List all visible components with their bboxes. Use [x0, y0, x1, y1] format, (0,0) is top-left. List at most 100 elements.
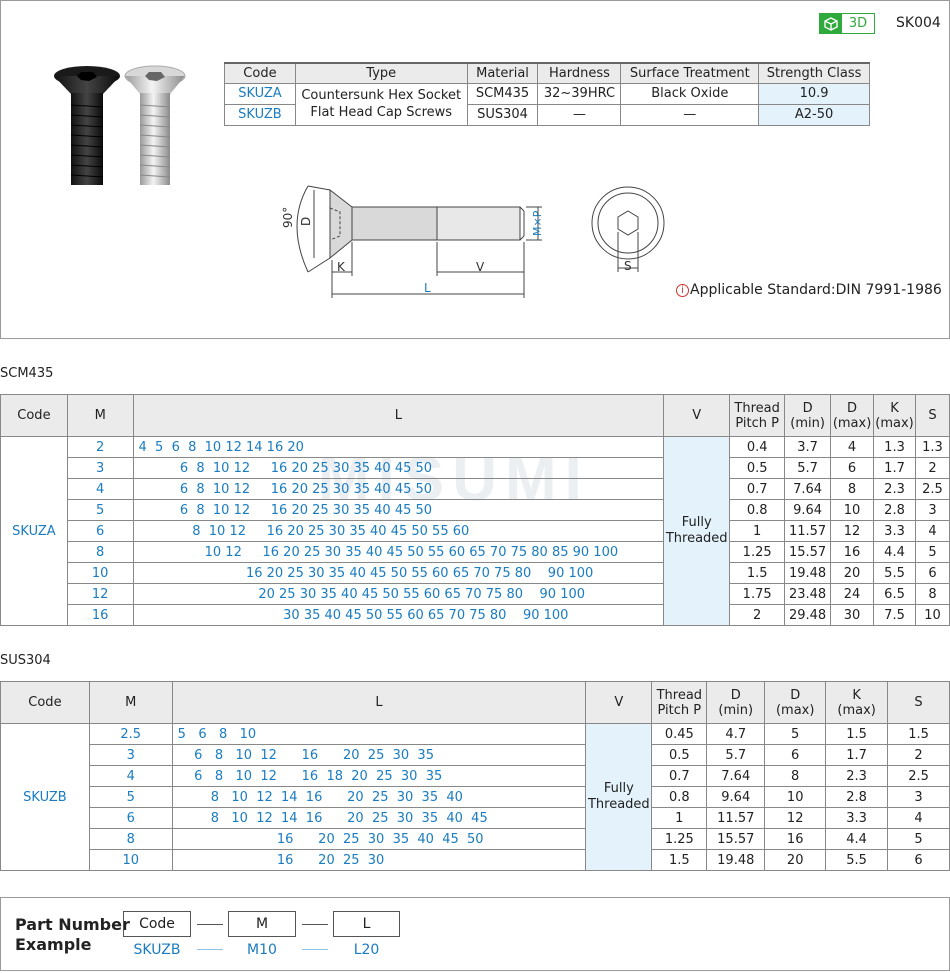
- m-cell[interactable]: 6: [88, 807, 173, 829]
- header-k: K(max): [873, 394, 916, 437]
- header-code: Code: [0, 681, 90, 724]
- l-values-cell[interactable]: 6 8 10 12 16 18 20 25 30 35: [171, 765, 587, 787]
- m-cell[interactable]: 5: [66, 499, 134, 521]
- s-cell: 5: [915, 541, 950, 563]
- dmax-cell: 20: [830, 562, 875, 584]
- m-cell[interactable]: 10: [66, 562, 134, 584]
- l-values-cell[interactable]: 6 8 10 12 16 20 25 30 35 40 45 50: [132, 457, 665, 479]
- m-cell[interactable]: 6: [66, 520, 134, 542]
- m-cell[interactable]: 10: [88, 849, 173, 871]
- m-cell[interactable]: 5: [88, 786, 173, 808]
- l-values-cell[interactable]: 20 25 30 35 40 45 50 55 60 65 70 75 80 9…: [132, 583, 665, 605]
- l-values-cell[interactable]: 8 10 12 14 16 20 25 30 35 40: [171, 786, 587, 808]
- dmax-cell: 20: [764, 849, 827, 871]
- dmax-cell: 12: [764, 807, 827, 829]
- m-cell[interactable]: 3: [88, 744, 173, 766]
- spec-header-surface: Surface Treatment: [620, 62, 760, 84]
- pitch-cell: 1.25: [729, 541, 786, 563]
- l-values-cell[interactable]: 16 20 25 30 35 40 45 50: [171, 828, 587, 850]
- table-row: 16 30 35 40 45 50 55 60 65 70 75 80 90 1…: [1, 604, 950, 626]
- l-values-cell[interactable]: 6 8 10 12 16 20 25 30 35: [171, 744, 587, 766]
- m-cell[interactable]: 2: [66, 436, 134, 458]
- spec-type-line2: Flat Head Cap Screws: [310, 105, 453, 120]
- pitch-cell: 0.8: [651, 786, 708, 808]
- 3d-model-button[interactable]: 3D: [819, 13, 875, 34]
- s-cell: 4: [887, 807, 950, 829]
- part-box-code: Code: [123, 911, 191, 937]
- dmin-cell: 23.48: [784, 583, 832, 605]
- l-values-cell[interactable]: 10 12 16 20 25 30 35 40 45 50 55 60 65 7…: [132, 541, 665, 563]
- s-cell: 4: [915, 520, 950, 542]
- k-cell: 1.7: [825, 744, 889, 766]
- dmax-cell: 5: [764, 723, 827, 745]
- screw-product-image: [54, 65, 186, 185]
- dmin-cell: 11.57: [784, 520, 832, 542]
- m-cell[interactable]: 3: [66, 457, 134, 479]
- l-values-cell[interactable]: 6 8 10 12 16 20 25 30 35 40 45 50: [132, 478, 665, 500]
- l-values-cell[interactable]: 8 10 12 16 20 25 30 35 40 45 50 55 60: [132, 520, 665, 542]
- dmin-cell: 15.57: [784, 541, 832, 563]
- pitch-cell: 0.5: [651, 744, 708, 766]
- code-cell[interactable]: SKUZA: [0, 436, 68, 626]
- header-dmax: D(max): [764, 681, 827, 724]
- header-k: K(max): [825, 681, 889, 724]
- spec-header-code: Code: [224, 62, 296, 84]
- dmax-cell: 6: [764, 744, 827, 766]
- s-cell: 2: [915, 457, 950, 479]
- m-cell[interactable]: 8: [88, 828, 173, 850]
- s-cell: 5: [887, 828, 950, 850]
- dmax-cell: 16: [764, 828, 827, 850]
- m-cell[interactable]: 16: [66, 604, 134, 626]
- dmin-cell: 11.57: [706, 807, 766, 829]
- l-values-cell[interactable]: 16 20 25 30: [171, 849, 587, 871]
- k-cell: 2.8: [825, 786, 889, 808]
- table-row: 10 16 20 25 30 35 40 45 50 55 60 65 70 7…: [1, 562, 950, 584]
- dmin-cell: 3.7: [784, 436, 832, 458]
- dmin-cell: 4.7: [706, 723, 766, 745]
- dmin-cell: 7.64: [706, 765, 766, 787]
- spec-surface: Black Oxide: [620, 82, 760, 105]
- header-s: S: [915, 394, 950, 437]
- header-m: M: [66, 394, 134, 437]
- k-cell: 4.4: [825, 828, 889, 850]
- scm435-title: SCM435: [0, 366, 54, 381]
- m-cell[interactable]: 2.5: [88, 723, 173, 745]
- angle-label: 90°: [281, 207, 295, 228]
- pitch-cell: 1.25: [651, 828, 708, 850]
- m-cell[interactable]: 4: [66, 478, 134, 500]
- dmax-cell: 30: [830, 604, 875, 626]
- l-values-cell[interactable]: 6 8 10 12 16 20 25 30 35 40 45 50: [132, 499, 665, 521]
- dmin-cell: 19.48: [706, 849, 766, 871]
- s-cell: 3: [887, 786, 950, 808]
- header-v: V: [663, 394, 731, 437]
- dim-k-label: K: [337, 260, 346, 274]
- header-l: L: [132, 394, 665, 437]
- example-code: SKUZB: [133, 942, 181, 958]
- dmax-cell: 6: [830, 457, 875, 479]
- l-values-cell[interactable]: 16 20 25 30 35 40 45 50 55 60 65 70 75 8…: [132, 562, 665, 584]
- l-values-cell[interactable]: 5 6 8 10: [171, 723, 587, 745]
- header-m: M: [88, 681, 173, 724]
- spec-strength: A2-50: [758, 103, 870, 126]
- spec-code-skuzb[interactable]: SKUZB: [224, 103, 296, 126]
- m-cell[interactable]: 12: [66, 583, 134, 605]
- code-cell[interactable]: SKUZB: [0, 723, 90, 871]
- m-cell[interactable]: 8: [66, 541, 134, 563]
- l-values-cell[interactable]: 30 35 40 45 50 55 60 65 70 75 80 90 100: [132, 604, 665, 626]
- l-values-cell[interactable]: 4 5 6 8 10 12 14 16 20: [132, 436, 665, 458]
- s-cell: 1.3: [915, 436, 950, 458]
- spec-code-skuza[interactable]: SKUZA: [224, 82, 296, 105]
- l-values-cell[interactable]: 8 10 12 14 16 20 25 30 35 40 45: [171, 807, 587, 829]
- dmax-cell: 8: [764, 765, 827, 787]
- dmin-cell: 29.48: [784, 604, 832, 626]
- dmax-cell: 10: [830, 499, 875, 521]
- pitch-cell: 0.7: [651, 765, 708, 787]
- m-cell[interactable]: 4: [88, 765, 173, 787]
